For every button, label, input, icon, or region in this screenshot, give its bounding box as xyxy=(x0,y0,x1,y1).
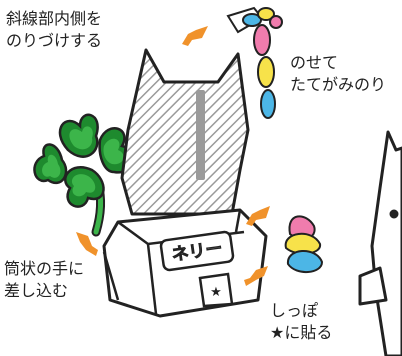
label-mane-line2: たてがみのり xyxy=(290,75,387,94)
label-tail: しっぽ ★に貼る xyxy=(270,300,332,344)
horse-example-partial xyxy=(358,130,402,356)
horse-head-part xyxy=(120,48,250,216)
arrow-icon xyxy=(182,26,208,46)
arrow-icon xyxy=(246,206,270,226)
label-tail-line2: ★に貼る xyxy=(270,323,333,342)
label-glue-inner-line1: 斜線部内側を xyxy=(6,9,103,28)
slit-line xyxy=(196,90,205,180)
label-mane: のせて たてがみのり xyxy=(290,52,386,96)
label-insert: 筒状の手に 差し込む xyxy=(4,258,84,302)
horse-body-part: ネリー ★ xyxy=(102,208,268,318)
arrow-icon xyxy=(244,266,268,286)
tail-icon xyxy=(284,215,324,273)
nametag-plaque xyxy=(159,230,235,272)
label-glue-inner-line2: のりづけする xyxy=(6,31,103,50)
label-glue-inner: 斜線部内側を のりづけする xyxy=(6,8,102,52)
clover-icon xyxy=(33,113,134,237)
mane-icon xyxy=(226,6,283,119)
label-insert-line1: 筒状の手に xyxy=(4,259,85,278)
label-tail-line1: しっぽ xyxy=(270,301,319,320)
label-mane-line1: のせて xyxy=(290,53,339,72)
arrow-icon xyxy=(76,232,98,256)
label-insert-line2: 差し込む xyxy=(4,281,69,300)
star-icon: ★ xyxy=(210,285,222,300)
